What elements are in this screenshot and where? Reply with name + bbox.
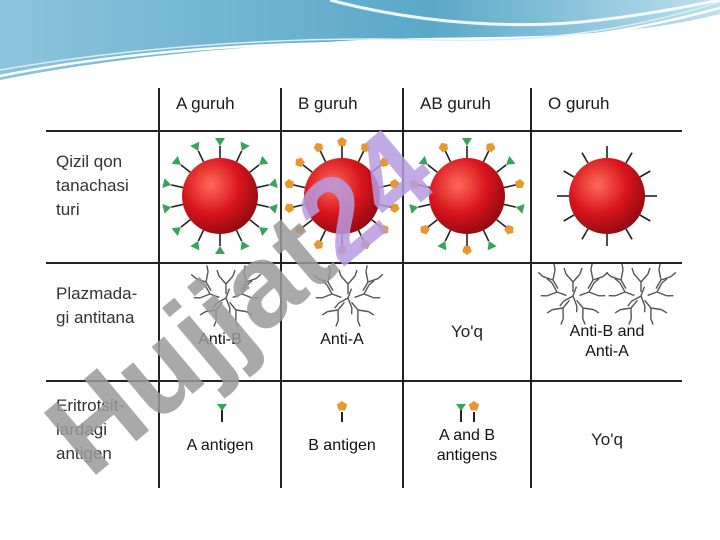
header-b-group: B guruh xyxy=(280,88,403,132)
blood-group-table: A guruh B guruh AB guruh O guruh Qizil q… xyxy=(46,88,682,488)
red-blood-cell-a-icon xyxy=(162,138,278,254)
red-blood-cell-o-icon xyxy=(557,146,657,246)
plasma-b-cell: Anti-A xyxy=(280,263,403,382)
header-o-label: O guruh xyxy=(548,94,610,113)
rbc-ab-cell xyxy=(402,131,531,264)
antigen-ab-caption: A and B antigens xyxy=(436,427,498,464)
plasma-row-label-cell: Plazmada- gi antitana xyxy=(46,263,159,382)
header-wave-decoration xyxy=(0,0,720,80)
red-blood-cell-b-icon xyxy=(284,137,400,255)
antibody-cluster-b-icon xyxy=(312,265,384,327)
header-ab-label: AB guruh xyxy=(420,94,491,113)
antibody-cluster-a-icon xyxy=(190,265,262,327)
antigen-row-label: Eritrotsit- lardagi antigen xyxy=(56,396,124,463)
rbc-b-cell xyxy=(280,131,403,264)
antigen-row-label-cell: Eritrotsit- lardagi antigen xyxy=(46,381,159,488)
antigen-a-caption: A antigen xyxy=(186,437,254,454)
header-o-group: O guruh xyxy=(530,88,682,132)
antibody-cluster-o-icon xyxy=(537,264,677,325)
plasma-row-label: Plazmada- gi antitana xyxy=(56,284,138,327)
antigen-ab-icon xyxy=(456,401,480,422)
rbc-row-label-cell: Qizil qon tanachasi turi xyxy=(46,131,159,264)
antigen-ab-cell: A and B antigens xyxy=(402,381,531,488)
rbc-row-label: Qizil qon tanachasi turi xyxy=(56,152,129,219)
plasma-a-caption: Anti-B xyxy=(198,331,242,348)
rbc-o-cell xyxy=(530,131,682,264)
antigen-b-icon xyxy=(336,401,348,422)
antigen-a-icon xyxy=(217,404,227,422)
antigen-o-caption: Yo'q xyxy=(591,430,623,449)
header-a-group: A guruh xyxy=(158,88,281,132)
plasma-a-cell: Anti-B xyxy=(158,263,281,382)
antigen-o-cell: Yo'q xyxy=(530,381,682,488)
header-ab-group: AB guruh xyxy=(402,88,531,132)
red-blood-cell-ab-icon xyxy=(409,138,525,255)
header-empty-cell xyxy=(46,88,159,132)
antigen-b-cell: B antigen xyxy=(280,381,403,488)
plasma-ab-caption: Yo'q xyxy=(451,322,483,341)
antigen-b-caption: B antigen xyxy=(308,437,376,454)
antigen-a-cell: A antigen xyxy=(158,381,281,488)
rbc-a-cell xyxy=(158,131,281,264)
plasma-o-caption: Anti-B and Anti-A xyxy=(569,323,645,360)
header-a-label: A guruh xyxy=(176,94,235,113)
plasma-o-cell: Anti-B and Anti-A xyxy=(530,263,682,382)
plasma-ab-cell: Yo'q xyxy=(402,263,531,382)
header-b-label: B guruh xyxy=(298,94,358,113)
plasma-b-caption: Anti-A xyxy=(320,331,364,348)
